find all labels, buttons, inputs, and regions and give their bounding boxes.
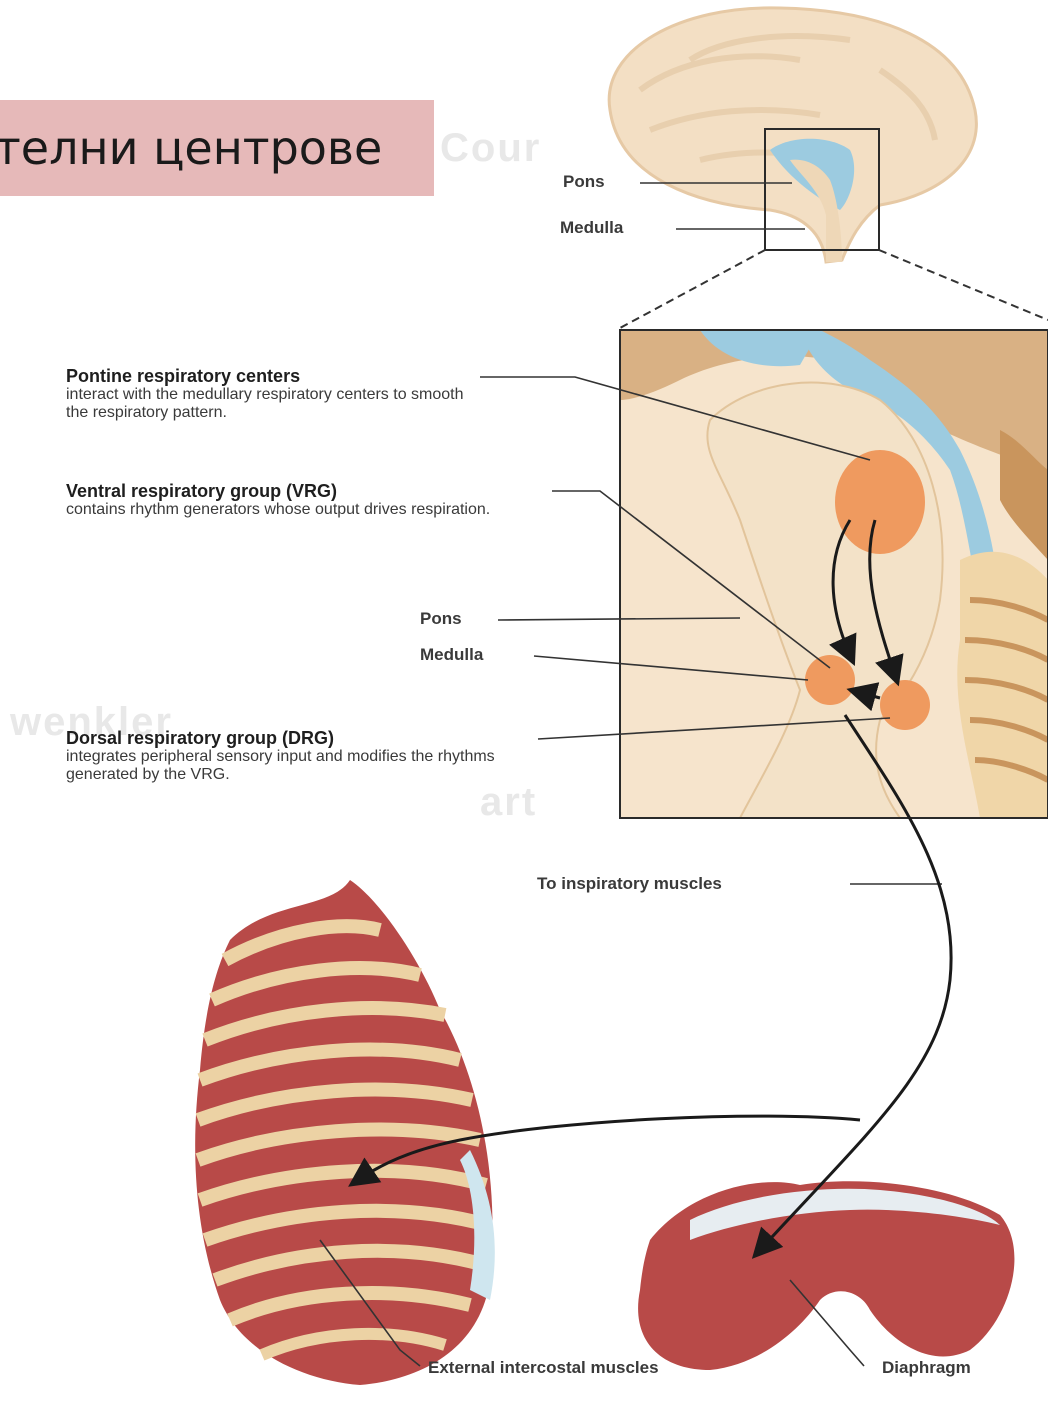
- rib-cage-illustration: [195, 880, 495, 1385]
- label-brain-pons: Pons: [563, 172, 605, 192]
- pontine-centers-callout: Pontine respiratory centers interact wit…: [66, 366, 486, 422]
- drg-heading: Dorsal respiratory group (DRG): [66, 728, 536, 748]
- label-external-intercostal: External intercostal muscles: [428, 1358, 708, 1378]
- pontine-centers-description: interact with the medullary respiratory …: [66, 386, 476, 422]
- label-diaphragm: Diaphragm: [882, 1358, 971, 1378]
- vrg-callout: Ventral respiratory group (VRG) contains…: [66, 481, 556, 519]
- label-inset-pons: Pons: [420, 609, 462, 629]
- vrg-heading: Ventral respiratory group (VRG): [66, 481, 556, 501]
- watermark-text: art: [480, 780, 537, 825]
- label-inset-medulla: Medulla: [420, 645, 483, 665]
- pontine-centers-heading: Pontine respiratory centers: [66, 366, 486, 386]
- brainstem-inset: [620, 330, 1048, 818]
- diaphragm-illustration: [638, 1181, 1014, 1370]
- watermark-text: Cour: [440, 126, 541, 171]
- drg-callout: Dorsal respiratory group (DRG) integrate…: [66, 728, 536, 784]
- label-brain-medulla: Medulla: [560, 218, 623, 238]
- drg-description: integrates peripheral sensory input and …: [66, 748, 496, 784]
- label-to-inspiratory-muscles: To inspiratory muscles: [537, 874, 722, 894]
- vrg-description: contains rhythm generators whose output …: [66, 501, 506, 519]
- brain-illustration: [609, 8, 976, 262]
